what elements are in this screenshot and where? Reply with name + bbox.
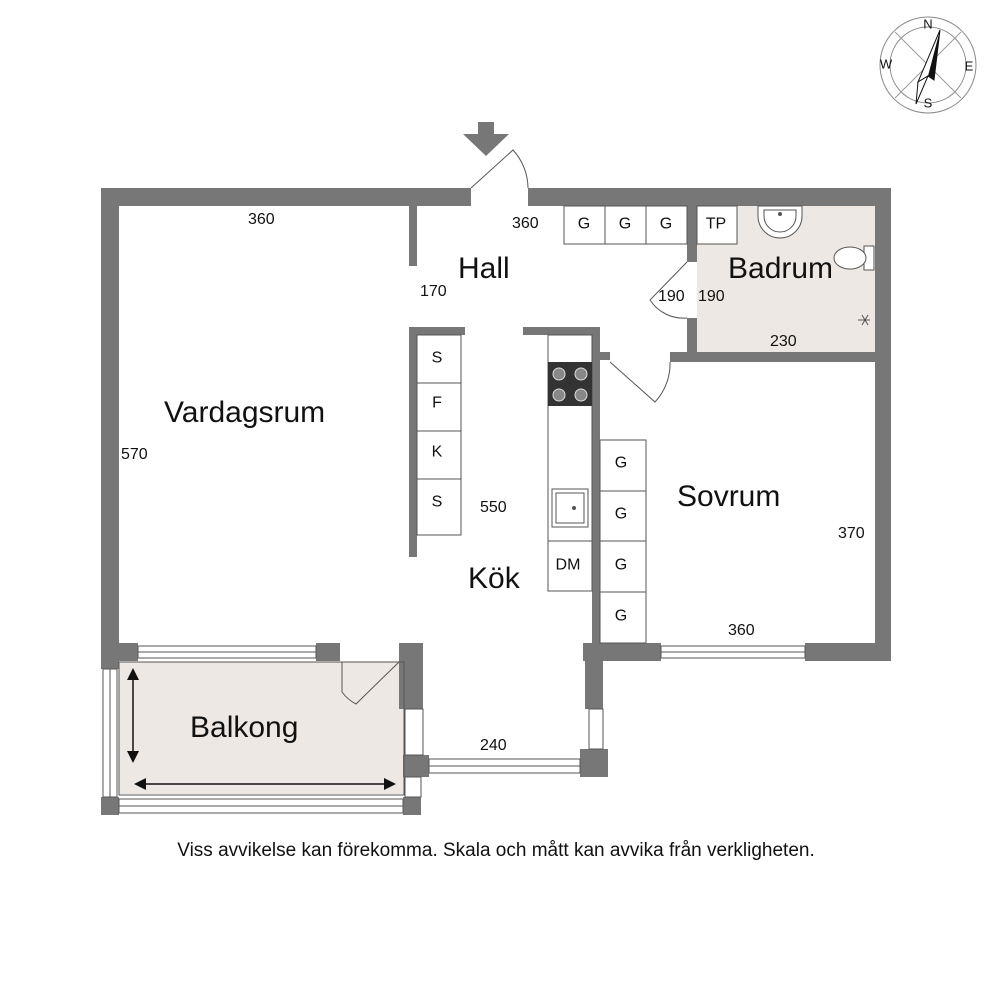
- windows: [102, 645, 806, 814]
- bedroom-wardrobe-label: G: [615, 608, 627, 625]
- balcony-outline: [118, 661, 405, 796]
- balcony-door: [341, 661, 400, 705]
- stove-icon: [548, 362, 592, 406]
- bedroom-wardrobe-label: G: [615, 455, 627, 472]
- compass-west: W: [880, 57, 893, 72]
- dimension-label: 360: [512, 215, 539, 232]
- kitchen-sink-icon: [551, 488, 589, 528]
- entrance-arrow-icon: [463, 122, 509, 156]
- kitchen-left-units: S F K S: [416, 334, 462, 536]
- walls: [101, 188, 891, 815]
- kitchen-counter: DM: [547, 334, 593, 592]
- hall-wardrobe-label: G: [660, 216, 672, 233]
- dimension-label: 230: [770, 333, 797, 350]
- closet-door: [649, 261, 688, 319]
- compass-icon: N E S W: [879, 16, 977, 114]
- dimension-label: 370: [838, 525, 865, 542]
- fridge-unit-label: K: [432, 444, 443, 461]
- balcony-floor: [119, 662, 404, 794]
- fridge-unit-label: S: [432, 350, 443, 367]
- bedroom-wardrobes: G G G G: [599, 439, 647, 644]
- shower-icon: [858, 314, 870, 326]
- disclaimer-text: Viss avvikelse kan förekomma. Skala och …: [177, 840, 815, 861]
- room-label-balkong: Balkong: [190, 711, 298, 744]
- sink-icon: [757, 205, 803, 239]
- towel-press-label: TP: [706, 216, 726, 233]
- room-label-badrum: Badrum: [728, 252, 833, 285]
- bedroom-door: [609, 361, 671, 403]
- kitchen-side-window: [588, 708, 604, 750]
- dimension-label: 550: [480, 499, 507, 516]
- dimension-label: 360: [728, 622, 755, 639]
- bedroom-wardrobe-label: G: [615, 557, 627, 574]
- room-label-kok: Kök: [468, 562, 521, 595]
- dimension-label: 190: [658, 288, 685, 305]
- room-label-vardagsrum: Vardagsrum: [164, 396, 325, 429]
- towel-press: [696, 205, 738, 245]
- entrance-door: [470, 149, 529, 189]
- toilet-icon: [833, 245, 875, 271]
- bathroom-fixtures: TP: [696, 205, 875, 326]
- dimension-label: 360: [248, 211, 275, 228]
- dimension-label: 570: [121, 446, 148, 463]
- bedroom-wardrobe-label: G: [615, 506, 627, 523]
- hall-wardrobe-label: G: [619, 216, 631, 233]
- fridge-unit-label: S: [432, 494, 443, 511]
- doors: [341, 149, 688, 705]
- room-label-hall: Hall: [458, 252, 510, 285]
- room-label-sovrum: Sovrum: [677, 480, 780, 513]
- fridge-unit-label: F: [432, 395, 442, 412]
- dimension-label: 240: [480, 737, 507, 754]
- compass-south: S: [924, 96, 933, 111]
- hall-wardrobes: G G G: [563, 205, 688, 245]
- compass-north: N: [923, 17, 932, 32]
- dimension-label: 170: [420, 283, 447, 300]
- balcony-right-glazing: [404, 776, 422, 798]
- compass-east: E: [965, 59, 974, 74]
- dimension-label: 190: [698, 288, 725, 305]
- balcony-measure-arrows: [127, 668, 396, 790]
- dishwasher-label: DM: [556, 557, 581, 574]
- kitchen-left-window: [404, 708, 424, 756]
- hall-wardrobe-label: G: [578, 216, 590, 233]
